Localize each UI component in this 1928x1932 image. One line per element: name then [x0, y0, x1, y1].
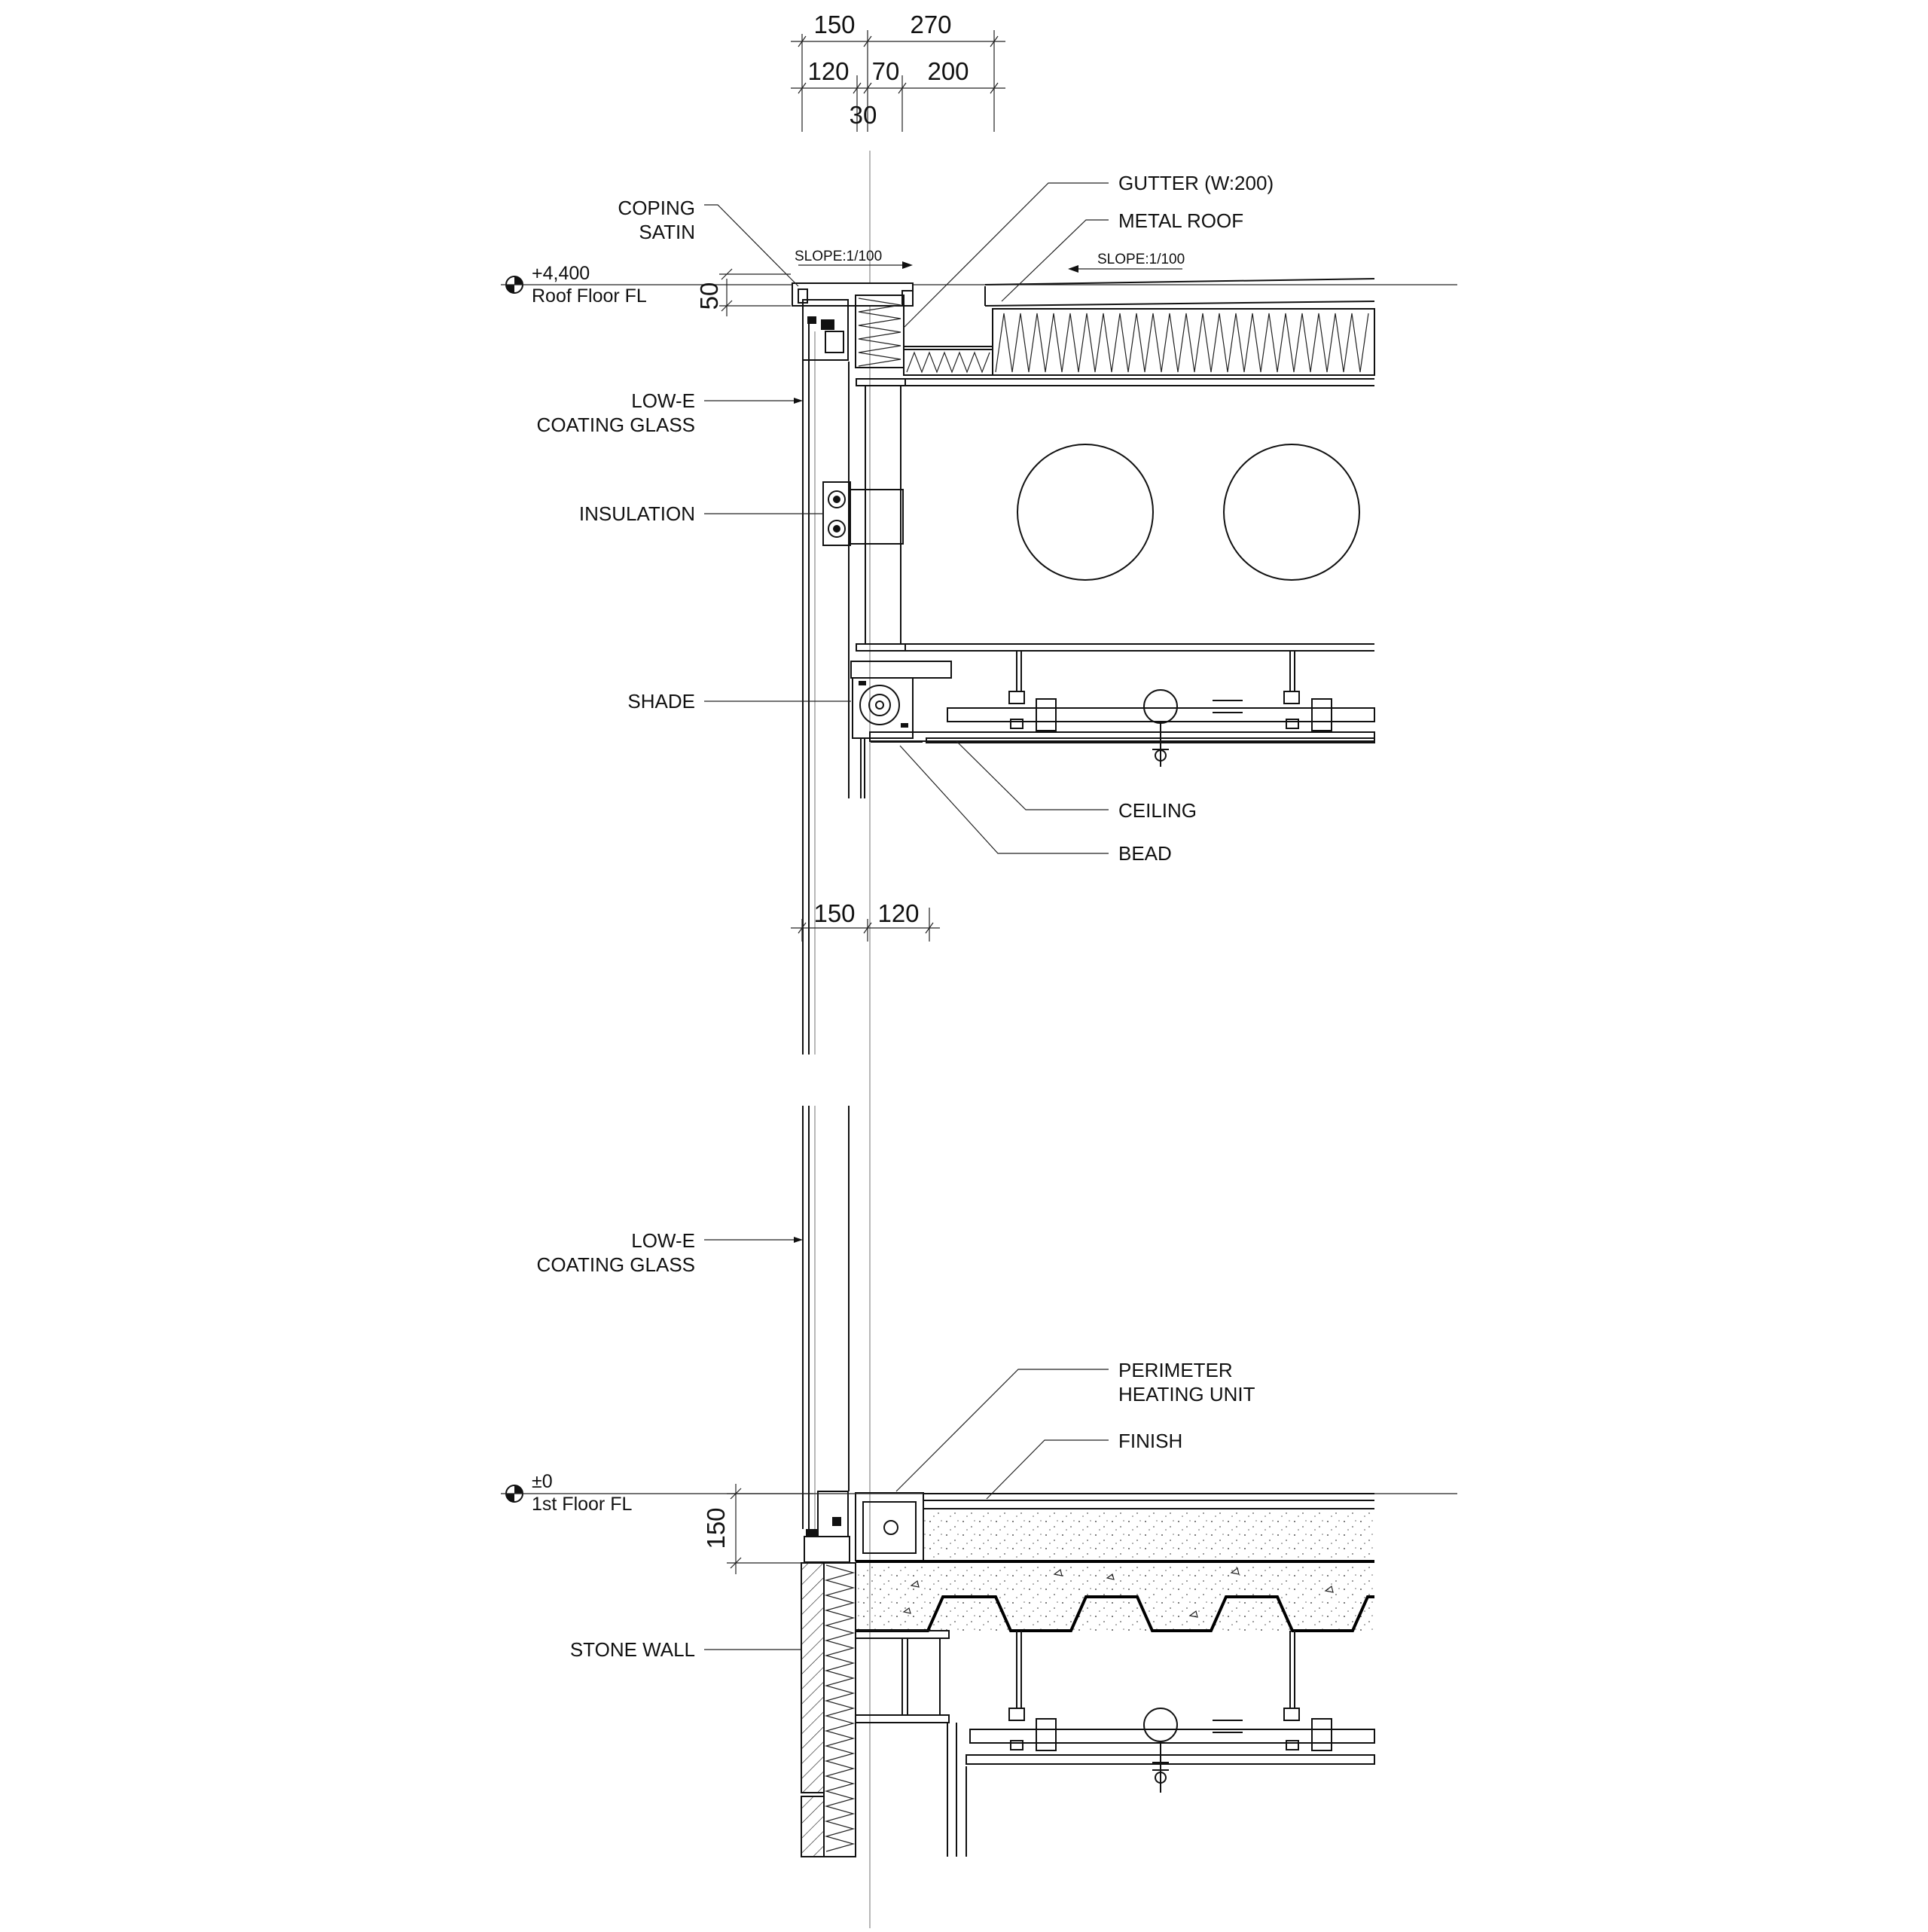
floor-slab: [856, 1493, 1374, 1632]
label-finish: FINISH: [1118, 1430, 1182, 1452]
right-labels: GUTTER (W:200) METAL ROOF CEILING BEAD P…: [895, 172, 1274, 1500]
insulation-fixings: [822, 481, 851, 546]
dim-150-slab: 150: [702, 1507, 730, 1549]
dim-120-mid: 120: [877, 899, 919, 927]
label-lowe-upper-1: LOW-E: [631, 389, 695, 412]
dim-270-top: 270: [910, 11, 951, 38]
perimeter-heating-unit: [855, 1492, 924, 1561]
label-satin: SATIN: [639, 221, 695, 243]
label-insulation: INSULATION: [579, 502, 695, 525]
coping-dimension: 50: [695, 268, 791, 316]
roof-elevation: +4,400: [532, 263, 590, 284]
label-heating-1: PERIMETER: [1118, 1359, 1233, 1381]
label-coping: COPING: [618, 197, 695, 219]
top-dimension-chain: 150 270 120 70 200 30: [791, 11, 1005, 132]
dim-150-top: 150: [813, 11, 855, 38]
lower-curtain-wall: [802, 1106, 924, 1563]
label-bead: BEAD: [1118, 842, 1172, 865]
label-ceiling: CEILING: [1118, 799, 1197, 822]
dim-70-top: 70: [872, 57, 900, 85]
roof-level-marker: +4,400 Roof Floor FL: [501, 263, 1457, 307]
roof-level-name: Roof Floor FL: [532, 285, 647, 307]
first-elevation: ±0: [532, 1471, 553, 1492]
label-stone-wall: STONE WALL: [570, 1638, 695, 1661]
label-metal-roof: METAL ROOF: [1118, 209, 1243, 232]
ceiling-lower: [966, 1631, 1375, 1793]
dim-120-top: 120: [807, 57, 849, 85]
label-shade: SHADE: [627, 690, 695, 713]
stone-wall: [801, 1562, 856, 1857]
metal-roof-assembly: [903, 278, 1375, 376]
slope-right: SLOPE:1/100: [1097, 252, 1185, 267]
steel-beam-upper: [848, 378, 1374, 652]
slab-dimension: 150: [702, 1484, 813, 1574]
label-lowe-upper-2: COATING GLASS: [537, 414, 695, 436]
dim-50: 50: [695, 282, 723, 310]
dim-30-top: 30: [850, 101, 877, 129]
steel-beam-lower: [855, 1630, 967, 1857]
slope-arrows: SLOPE:1/100 SLOPE:1/100: [795, 249, 1185, 273]
dim-200-top: 200: [927, 57, 969, 85]
label-lowe-lower-2: COATING GLASS: [537, 1253, 695, 1276]
label-lowe-lower-1: LOW-E: [631, 1229, 695, 1252]
first-level-name: 1st Floor FL: [532, 1494, 632, 1515]
upper-curtain-wall: [792, 282, 1374, 1055]
mid-dimension-chain: 150 120: [791, 899, 940, 942]
left-labels: COPING SATIN LOW-E COATING GLASS INSULAT…: [537, 197, 851, 1661]
label-gutter: GUTTER (W:200): [1118, 172, 1274, 194]
shade-box: [850, 661, 952, 798]
label-heating-2: HEATING UNIT: [1118, 1383, 1255, 1406]
slope-left: SLOPE:1/100: [795, 249, 882, 264]
ceiling-upper: [869, 651, 1375, 767]
dim-150-mid: 150: [813, 899, 855, 927]
